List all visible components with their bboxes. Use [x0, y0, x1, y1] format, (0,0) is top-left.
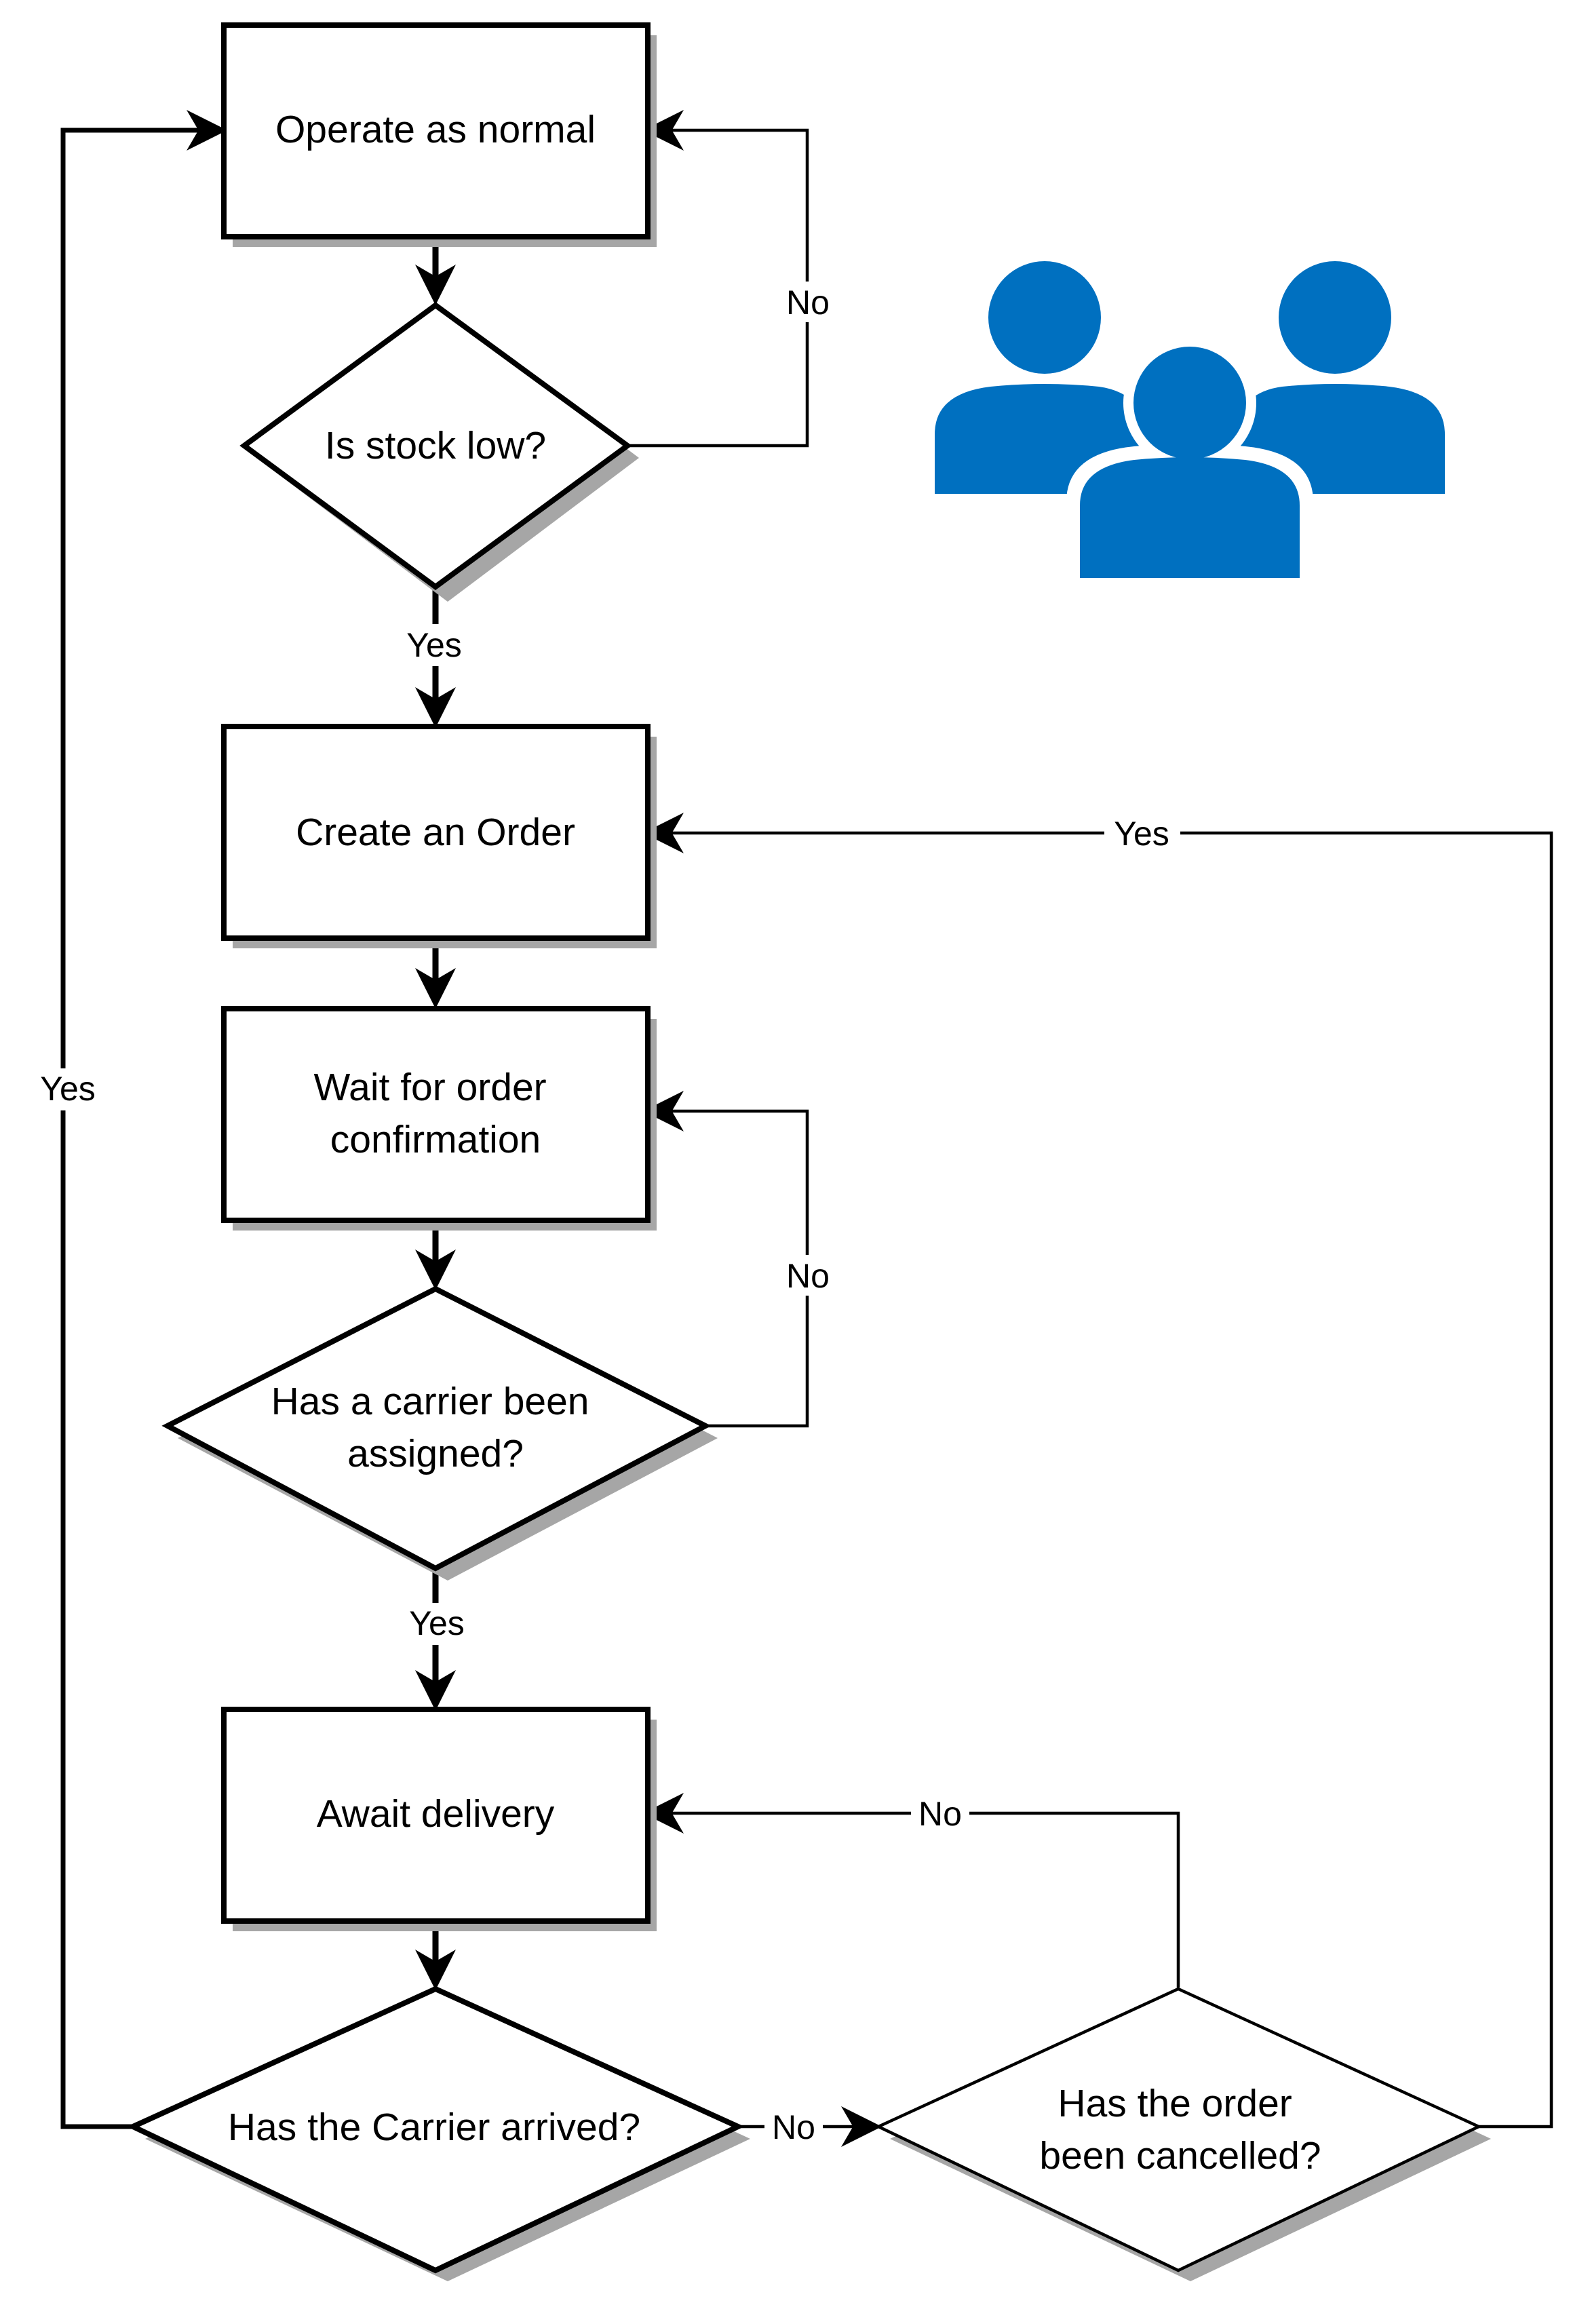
wait-confirmation-line-1: Wait for order	[314, 1066, 547, 1109]
create-order-box	[221, 724, 651, 941]
await-delivery-box	[221, 1707, 651, 1924]
wait-confirmation-box	[221, 1006, 651, 1223]
stock-low-no-label: No	[786, 284, 830, 322]
user-center-body	[1080, 457, 1300, 578]
assigned-yes-label: Yes	[409, 1604, 465, 1642]
arrived-yes-label: Yes	[40, 1070, 96, 1108]
await-delivery-label: Await delivery	[317, 1792, 555, 1836]
operate-label: Operate as normal	[275, 108, 596, 151]
carrier-assigned-line-2: assigned?	[347, 1432, 524, 1475]
wait-confirmation-label: Wait for order confirmation	[314, 1066, 558, 1161]
order-cancelled-line-2: been cancelled?	[1039, 2134, 1321, 2177]
carrier-arrived-label: Has the Carrier arrived?	[228, 2106, 640, 2149]
stock-low-yes-label: Yes	[406, 626, 462, 664]
edge-labels: No Yes Yes No Yes Yes No No	[30, 282, 1180, 2147]
assigned-no-label: No	[786, 1257, 830, 1295]
user-center-head	[1133, 347, 1246, 459]
edge-arrived-yes	[60, 110, 227, 2129]
edge-cancelled-no	[643, 1793, 1180, 1988]
users-group-icon	[935, 261, 1445, 589]
nodes	[126, 22, 1483, 2274]
node-labels: Operate as normal Is stock low? Create a…	[228, 108, 1321, 2177]
stock-low-label: Is stock low?	[325, 424, 546, 467]
create-order-label: Create an Order	[296, 811, 575, 854]
carrier-assigned-label: Has a carrier been assigned?	[271, 1380, 600, 1475]
carrier-arrived-diamond	[126, 1986, 745, 2274]
arrived-no-label: No	[772, 2108, 815, 2146]
order-cancelled-label: Has the order been cancelled?	[1039, 2082, 1321, 2177]
operate-box	[221, 22, 651, 239]
order-cancelled-diamond	[874, 1987, 1483, 2272]
cancelled-no-label: No	[918, 1795, 962, 1833]
user-left-head	[988, 261, 1101, 374]
order-cancelled-line-1: Has the order	[1058, 2082, 1292, 2125]
cancelled-yes-label: Yes	[1114, 815, 1169, 853]
edge-cancelled-yes	[643, 813, 1553, 2129]
wait-confirmation-line-2: confirmation	[330, 1118, 541, 1161]
stock-low-diamond	[239, 302, 632, 590]
user-right-head	[1279, 261, 1391, 374]
carrier-assigned-diamond	[161, 1285, 712, 1572]
carrier-assigned-line-1: Has a carrier been	[271, 1380, 589, 1423]
